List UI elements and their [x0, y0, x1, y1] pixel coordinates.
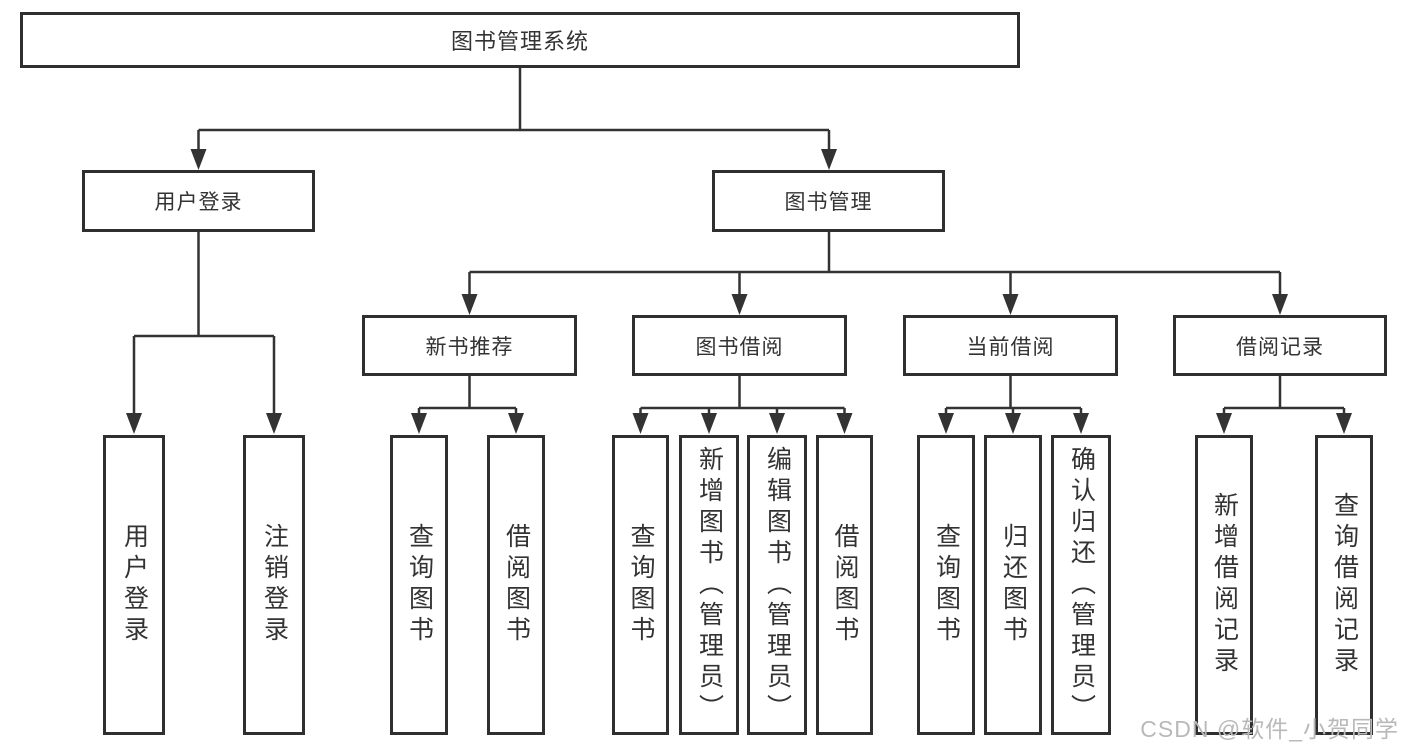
node-root: 图书管理系统 [20, 12, 1020, 68]
leaf-user-login-label: 用户登录 [120, 523, 149, 647]
leaf-query-books-borrow-label: 查询图书 [627, 523, 655, 647]
node-book-borrow: 图书借阅 [632, 315, 847, 376]
leaf-query-books-current: 查询图书 [917, 435, 975, 735]
node-user-login: 用户登录 [82, 170, 315, 232]
leaf-return-books-label: 归还图书 [999, 523, 1028, 647]
leaf-user-login: 用户登录 [103, 435, 165, 735]
leaf-logout-label: 注销登录 [260, 523, 289, 647]
leaf-add-borrow-record-label: 新增借阅记录 [1210, 492, 1239, 678]
leaf-borrow-books-label: 借阅图书 [831, 523, 859, 647]
leaf-edit-books-admin: 编辑图书（管理员） [747, 435, 807, 735]
leaf-query-books-rec: 查询图书 [390, 435, 448, 735]
leaf-return-books: 归还图书 [984, 435, 1042, 735]
leaf-borrow-books-rec: 借阅图书 [487, 435, 545, 735]
leaf-logout: 注销登录 [243, 435, 305, 735]
leaf-query-borrow-record-label: 查询借阅记录 [1330, 492, 1359, 678]
leaf-add-borrow-record: 新增借阅记录 [1195, 435, 1253, 735]
leaf-query-books-rec-label: 查询图书 [405, 523, 434, 647]
leaf-query-books-borrow: 查询图书 [612, 435, 669, 735]
node-current-borrow-label: 当前借阅 [966, 335, 1055, 359]
node-borrow-records-label: 借阅记录 [1236, 335, 1324, 359]
node-book-borrow-label: 图书借阅 [695, 335, 784, 359]
leaf-borrow-books: 借阅图书 [816, 435, 873, 735]
leaf-borrow-books-rec-label: 借阅图书 [502, 523, 531, 647]
node-book-management-label: 图书管理 [784, 191, 873, 214]
node-book-management: 图书管理 [712, 170, 945, 232]
node-new-book-recommend-label: 新书推荐 [425, 335, 514, 359]
leaf-confirm-return-admin: 确认归还（管理员） [1051, 435, 1111, 735]
node-user-login-label: 用户登录 [154, 191, 243, 214]
leaf-edit-books-admin-label: 编辑图书（管理员） [763, 445, 792, 725]
node-new-book-recommend: 新书推荐 [362, 315, 577, 376]
leaf-query-books-current-label: 查询图书 [932, 523, 961, 647]
node-borrow-records: 借阅记录 [1173, 315, 1387, 376]
leaf-query-borrow-record: 查询借阅记录 [1315, 435, 1373, 735]
leaf-confirm-return-admin-label: 确认归还（管理员） [1067, 445, 1096, 725]
csdn-watermark: CSDN @软件_小贺同学 [1140, 716, 1399, 742]
node-root-label: 图书管理系统 [450, 29, 589, 54]
leaf-add-books-admin: 新增图书（管理员） [679, 435, 739, 735]
node-current-borrow: 当前借阅 [903, 315, 1118, 376]
leaf-add-books-admin-label: 新增图书（管理员） [695, 445, 724, 725]
